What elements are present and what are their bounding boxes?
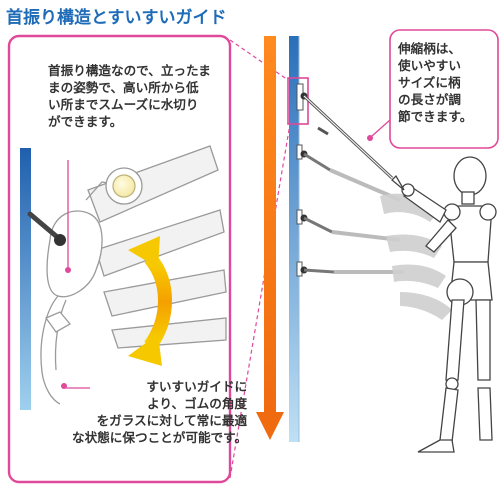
squeegee-positions [296,83,308,277]
callout-handle: 伸縮柄は、 使いやすい サイズに柄 の長さが調 節できます。 [398,41,473,124]
zoom-pivot [54,234,66,246]
handle-callout-box [389,29,499,149]
poles [302,94,404,274]
glass-pane [289,36,299,442]
page-title: 首振り構造とすいすいガイド [6,8,227,28]
mannequin-figure [391,156,497,453]
down-arrow-icon [256,36,284,440]
callout-swivel: 首振り構造なので、立ったま まの姿勢で、高い所から低 い所までスムーズに水切り … [48,63,211,129]
zoom-pin [27,211,59,239]
zoom-glass [20,148,31,410]
up-down-arrow-icon [128,236,172,366]
callout-guide: すいすいガイドに より、ゴムの角度 をガラスに対して常に最適 な状態に保つことが… [72,379,248,445]
